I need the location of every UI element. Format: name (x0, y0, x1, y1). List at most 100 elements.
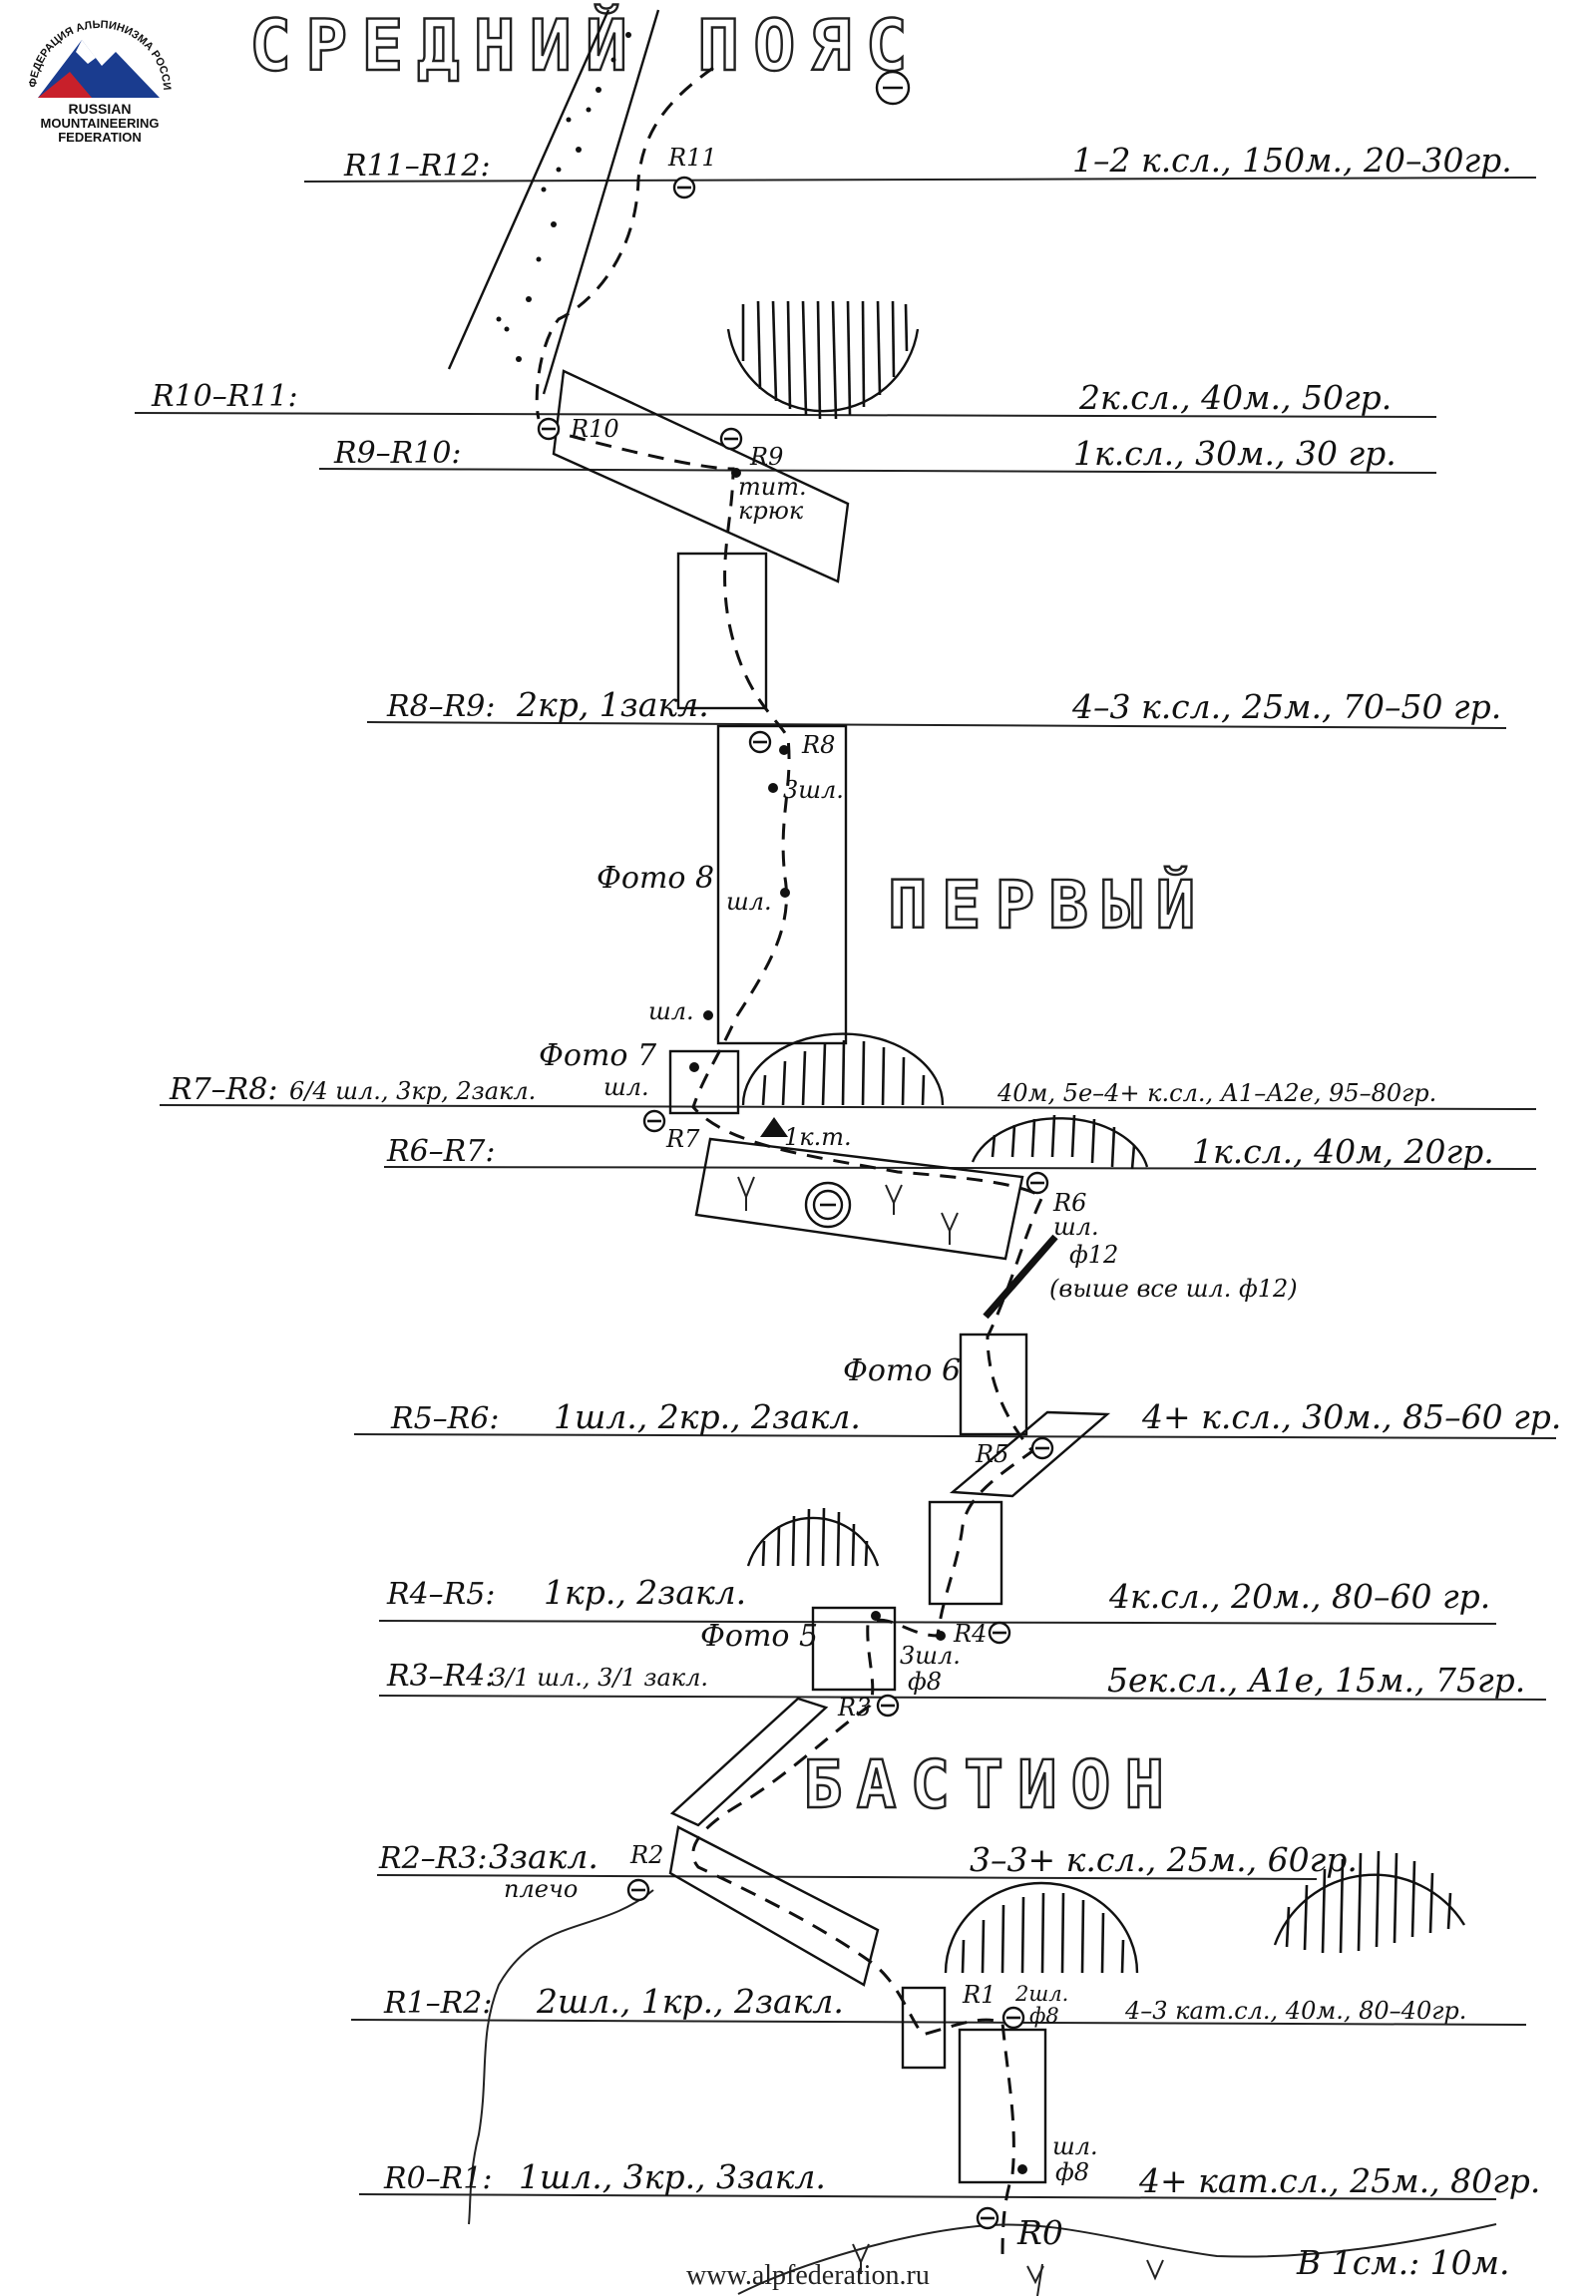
pitch-specs: 1–2 к.сл., 150м., 20–30гр. 2к.сл., 40м.,… (970, 141, 1561, 2200)
overhang-hatch-right (1273, 1850, 1466, 1954)
station-label-r7: R7 (665, 1125, 700, 1153)
control-tour-triangle-icon (760, 1117, 788, 1137)
rock-section-r4-r5 (928, 1500, 1003, 1606)
note-shoulder: плечо (504, 1875, 578, 1903)
note-piton-lower: шл. (648, 997, 694, 1025)
pitch-label-r11-r12: R11–R12: (343, 149, 491, 184)
note-photo5: Фото 5 (700, 1619, 818, 1654)
note-piton-r6: шл. (1053, 1213, 1099, 1241)
station-labels: R11 R10 R9 R8 R7 R6 R5 R4 R3 R2 R1 R0 (570, 144, 1086, 2252)
thick-rope-segment (983, 1234, 1058, 1320)
pitch-label-r4-r5: R4–R5: (386, 1577, 495, 1612)
pitch-label-r6-r7: R6–R7: (386, 1134, 495, 1169)
note-three-pitons-r4: 3шл. (900, 1642, 961, 1670)
note-photo7: Фото 7 (539, 1038, 657, 1073)
protection-r4-r5: 1кр., 2закл. (544, 1573, 746, 1612)
rock-section-photo8 (716, 724, 848, 1045)
pitch-label-r10-r11: R10–R11: (151, 379, 298, 414)
protection-r7-r8: 6/4 шл., 3кр, 2закл. (289, 1077, 536, 1105)
pitch-lines (134, 177, 1557, 2200)
spec-r2-r3: 3–3+ к.сл., 25м., 60гр. (970, 1840, 1358, 1879)
footer-url[interactable]: www.alpfederation.ru (686, 2260, 930, 2291)
pitch-labels: R11–R12: R10–R11: R9–R10: R8–R9: R7–R8: … (151, 149, 499, 2196)
pitch-label-r7-r8: R7–R8: (169, 1072, 277, 1107)
logo-line-1: RUSSIAN (68, 101, 131, 117)
station-label-r0: R0 (1016, 2213, 1063, 2252)
station-label-r11: R11 (667, 144, 717, 172)
logo-line-2: MOUNTAINEERING (41, 116, 160, 131)
protection-r5-r6: 1шл., 2кр., 2закл. (554, 1397, 861, 1436)
note-piton-r0: шл. (1052, 2132, 1098, 2160)
route-line (535, 66, 1044, 2265)
rock-section-r5 (949, 1410, 1111, 1498)
note-photo6: Фото 6 (843, 1353, 961, 1388)
rock-section-r3-r2 (669, 1697, 829, 1827)
station-label-r9: R9 (749, 443, 783, 471)
spec-r5-r6: 4+ к.сл., 30м., 85–60 гр. (1141, 1397, 1561, 1436)
section-title-bastion: БАСТИОН (803, 1746, 1178, 1823)
spec-r6-r7: 1к.сл., 40м, 20гр. (1192, 1132, 1494, 1171)
overhang-hatch-r6 (971, 1114, 1149, 1170)
protection-r3-r4: 3/1 шл., 3/1 закл. (491, 1664, 708, 1692)
rock-section-photo6 (959, 1333, 1028, 1436)
rock-section-r2-r1 (668, 1825, 880, 1987)
protection-r1-r2: 2шл., 1кр., 2закл. (536, 1982, 844, 2021)
note-diam8-r1: ф8 (1029, 2004, 1059, 2028)
note-titanium: тит. (738, 473, 807, 501)
spec-r7-r8: 40м, 5е–4+ к.сл., А1–А2е, 95–80гр. (997, 1079, 1436, 1107)
pitch-protection: 2кр, 1закл. 6/4 шл., 3кр, 2закл. 1шл., 2… (289, 685, 861, 2196)
note-photo8: Фото 8 (597, 861, 714, 896)
pitch-label-r9-r10: R9–R10: (333, 436, 462, 471)
anchor-markers (537, 70, 1054, 2230)
pitch-label-r1-r2: R1–R2: (383, 1986, 492, 2021)
note-piton-photo8: шл. (726, 888, 772, 916)
annotations: тит. крюк Фото 8 3шл. шл. шл. Фото 7 шл.… (504, 473, 1510, 2282)
station-label-r4: R4 (953, 1620, 987, 1648)
overhang-hatch-top (726, 300, 920, 420)
station-label-r5: R5 (975, 1440, 1008, 1468)
spec-r0-r1: 4+ кат.сл., 25м., 80гр. (1138, 2161, 1540, 2200)
station-label-r2: R2 (629, 1841, 663, 1869)
rock-section-r1-small (901, 1986, 947, 2070)
overhang-hatch-r7 (741, 1032, 945, 1106)
note-diam12: ф12 (1069, 1241, 1118, 1269)
piton-dots (689, 468, 1027, 2174)
station-label-r8: R8 (801, 731, 835, 759)
scale-note: В 1см.: 10м. (1296, 2243, 1510, 2282)
rock-section-r6-r7 (694, 1137, 1024, 1261)
pitch-label-r2-r3: R2–R3: (378, 1841, 487, 1876)
pitch-label-r5-r6: R5–R6: (390, 1401, 499, 1436)
station-label-r3: R3 (837, 1694, 871, 1722)
spec-r3-r4: 5ек.сл., А1е, 15м., 75гр. (1107, 1661, 1525, 1700)
section-title-first: ПЕРВЫЙ (888, 866, 1209, 944)
pitch-label-r8-r9: R8–R9: (386, 689, 495, 724)
rock-section-r8-r9 (676, 552, 768, 710)
protection-r0-r1: 1шл., 3кр., 3закл. (519, 2157, 826, 2196)
note-control-tour: 1к.т. (784, 1123, 852, 1151)
rock-section-photo5 (811, 1606, 897, 1692)
note-hook: крюк (738, 497, 804, 525)
overhang-hatch-r4 (746, 1507, 880, 1567)
ground-line (737, 2223, 1497, 2295)
section-title-middle-belt: СРЕДНИЙ ПОЯС (249, 5, 922, 87)
federation-logo: ФЕДЕРАЦИЯ АЛЬПИНИЗМА РОССИИ RUSSIAN MOUN… (0, 0, 173, 145)
spec-r10-r11: 2к.сл., 40м., 50гр. (1078, 378, 1392, 417)
note-piton-r7: шл. (603, 1073, 649, 1101)
note-above-all: (выше все шл. ф12) (1049, 1275, 1298, 1303)
note-diam8-r4: ф8 (908, 1668, 942, 1696)
rock-section-r0-r1 (958, 2028, 1047, 2184)
pitch-label-r0-r1: R0–R1: (383, 2161, 492, 2196)
descent-path (468, 1889, 654, 2225)
rock-section-photo7 (668, 1049, 740, 1115)
overhang-hatch-r1 (944, 1881, 1139, 1974)
grass-marks (737, 1176, 1164, 2285)
logo-line-3: FEDERATION (58, 130, 142, 145)
note-diam8-r0: ф8 (1055, 2158, 1089, 2186)
station-label-r1: R1 (962, 1981, 996, 2009)
pitch-label-r3-r4: R3–R4: (386, 1659, 495, 1694)
station-label-r10: R10 (570, 415, 619, 443)
note-three-pitons-r8: 3шл. (783, 776, 844, 804)
station-label-r6: R6 (1052, 1189, 1086, 1217)
spec-r11-r12: 1–2 к.сл., 150м., 20–30гр. (1072, 141, 1512, 180)
